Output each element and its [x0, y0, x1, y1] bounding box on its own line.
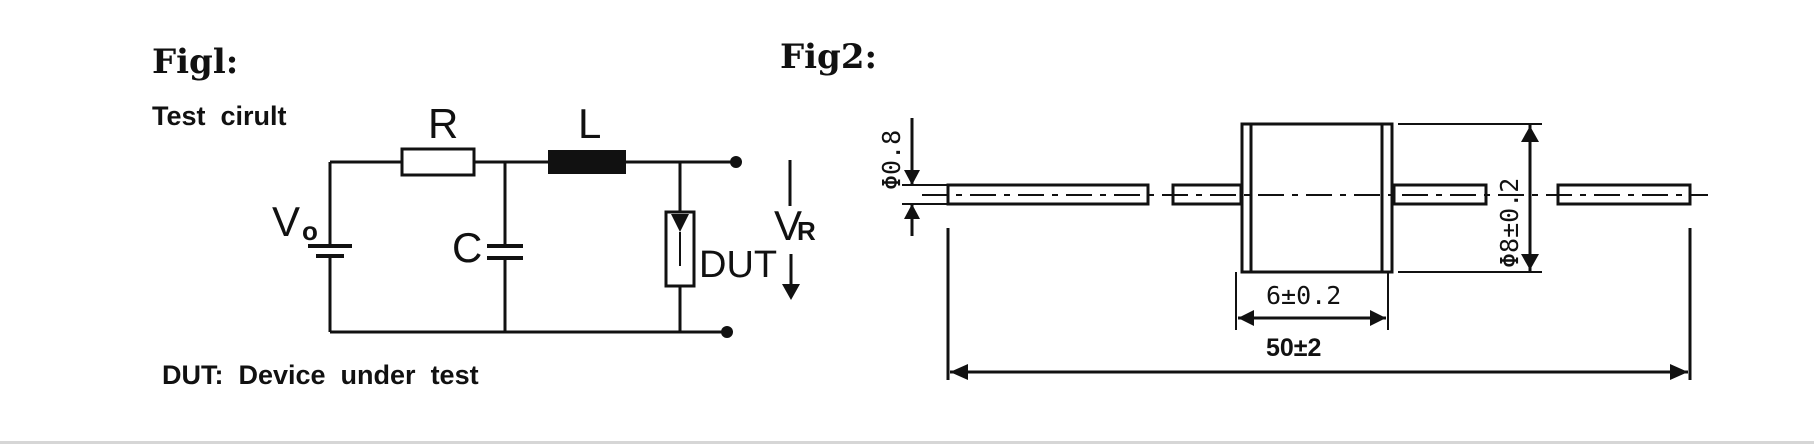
capacitor-label: C: [452, 224, 482, 271]
body-len-arrow-left: [1238, 310, 1254, 326]
fig1-subtitle: Test cirult: [152, 101, 287, 131]
body-dia-arrow-bottom: [1521, 254, 1539, 270]
lead-dia-arrow-bottom: [904, 204, 920, 219]
dim-total-length: 50±2: [946, 228, 1692, 380]
body-len-arrow-right: [1370, 310, 1386, 326]
total-len-label: 50±2: [1266, 334, 1321, 362]
dut-label: DUT: [699, 244, 777, 286]
lead-dia-label: Φ0.8: [877, 130, 906, 190]
source-label: V: [272, 198, 300, 245]
source-label-sub: o: [302, 216, 318, 246]
terminal-top: [730, 156, 742, 168]
resistor-label: R: [428, 100, 458, 147]
total-len-arrow-right: [1670, 364, 1688, 380]
body-dia-arrow-top: [1521, 126, 1539, 142]
fig1-title: Figl:: [152, 42, 238, 82]
fig2-component-drawing: [922, 122, 1708, 274]
fig1-circuit: [308, 147, 800, 338]
component-body: [1240, 122, 1394, 274]
inductor-label: L: [578, 100, 601, 147]
body-len-label: 6±0.2: [1266, 281, 1341, 310]
dut-diode-triangle: [671, 214, 689, 232]
fig2-title: Fig2:: [780, 37, 877, 77]
bottom-frame-rule: [0, 441, 1814, 444]
fig1-group: Figl: Test cirult: [152, 42, 816, 390]
fig2-group: Fig2: Φ0.8: [780, 37, 1708, 380]
body-dia-label: Φ8±0.2: [1495, 178, 1524, 268]
dim-body-length: 6±0.2: [1235, 272, 1389, 330]
vr-label: V: [774, 202, 802, 249]
dim-body-diameter: Φ8±0.2: [1398, 123, 1542, 273]
total-len-arrow-left: [950, 364, 968, 380]
lead-dia-arrow-top: [904, 170, 920, 185]
vr-arrow-head: [782, 284, 800, 300]
inductor-symbol: [548, 150, 626, 174]
fig1-footnote: DUT: Device under test: [162, 360, 479, 390]
terminal-bottom: [721, 326, 733, 338]
resistor-symbol: [400, 147, 476, 177]
vr-label-sub: R: [797, 216, 816, 246]
lead-right-outer: [1556, 183, 1692, 206]
dim-lead-diameter: Φ0.8: [877, 118, 948, 236]
